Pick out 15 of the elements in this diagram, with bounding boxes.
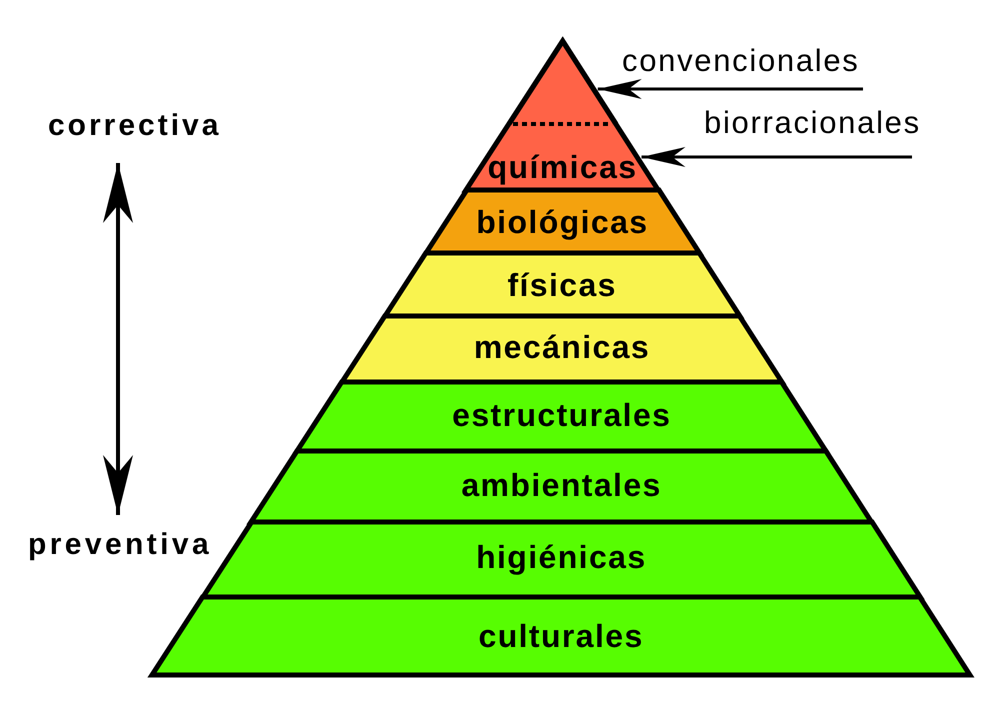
category-label: convencionales (622, 45, 860, 76)
scale-label: preventiva (28, 527, 212, 562)
arrow (642, 147, 912, 167)
tier-label: físicas (507, 267, 617, 303)
tier-label: mecánicas (474, 329, 650, 365)
scale-label: correctiva (48, 108, 222, 142)
tier-label: químicas (488, 149, 638, 185)
double-arrow (103, 163, 133, 515)
arrow (598, 79, 863, 99)
tier-label: estructurales (452, 397, 672, 433)
tier-label: culturales (478, 618, 644, 654)
tier-label: ambientales (461, 467, 662, 503)
category-label: biorracionales (704, 107, 921, 138)
tier-label: biológicas (476, 204, 648, 240)
tier-label: higiénicas (476, 539, 647, 575)
